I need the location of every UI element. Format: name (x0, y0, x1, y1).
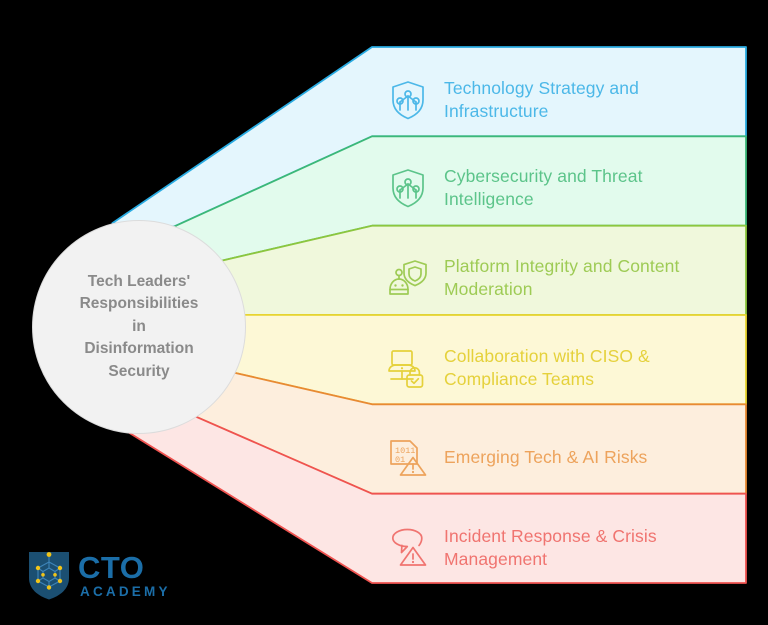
row-cybersecurity-threat[interactable]: Cybersecurity and Threat Intelligence (386, 152, 716, 224)
row-technology-strategy[interactable]: Technology Strategy and Infrastructure (386, 64, 716, 136)
row-label: Collaboration with CISO & Compliance Tea… (444, 345, 650, 389)
row-collaboration-ciso[interactable]: Collaboration with CISO & Compliance Tea… (386, 332, 716, 404)
logo-primary-text: CTO (78, 549, 145, 585)
svg-text:01: 01 (395, 455, 405, 465)
cto-academy-logo[interactable]: CTO ACADEMY (26, 549, 171, 601)
cto-academy-shield-icon (29, 552, 69, 600)
robot-shield-icon (389, 260, 427, 295)
center-hub: Tech Leaders' Responsibilities in Disinf… (32, 220, 246, 434)
shield-circuit-icon (392, 81, 424, 120)
page-title: Tech Leaders' Responsibilities in Disinf… (79, 272, 199, 380)
binary-document-warning-icon: 1011 01 (390, 440, 427, 476)
logo-secondary-text: ACADEMY (80, 583, 171, 599)
monitor-lock-icon (388, 350, 424, 388)
row-incident-response[interactable]: Incident Response & Crisis Management (386, 512, 716, 584)
svg-text:1011: 1011 (395, 446, 415, 456)
row-label: Incident Response & Crisis Management (444, 525, 657, 569)
row-label: Technology Strategy and Infrastructure (444, 77, 639, 121)
row-label: Platform Integrity and Content Moderatio… (444, 255, 680, 299)
row-label: Cybersecurity and Threat Intelligence (444, 165, 643, 209)
logo-wordmark: CTO ACADEMY (78, 552, 171, 599)
speech-bubble-warning-icon (391, 528, 427, 566)
shield-circuit-icon (392, 169, 424, 208)
row-label: Emerging Tech & AI Risks (444, 447, 648, 468)
row-emerging-tech-ai-risks[interactable]: 1011 01 Emerging Tech & AI Risks (386, 422, 716, 494)
row-platform-integrity[interactable]: Platform Integrity and Content Moderatio… (386, 242, 716, 314)
